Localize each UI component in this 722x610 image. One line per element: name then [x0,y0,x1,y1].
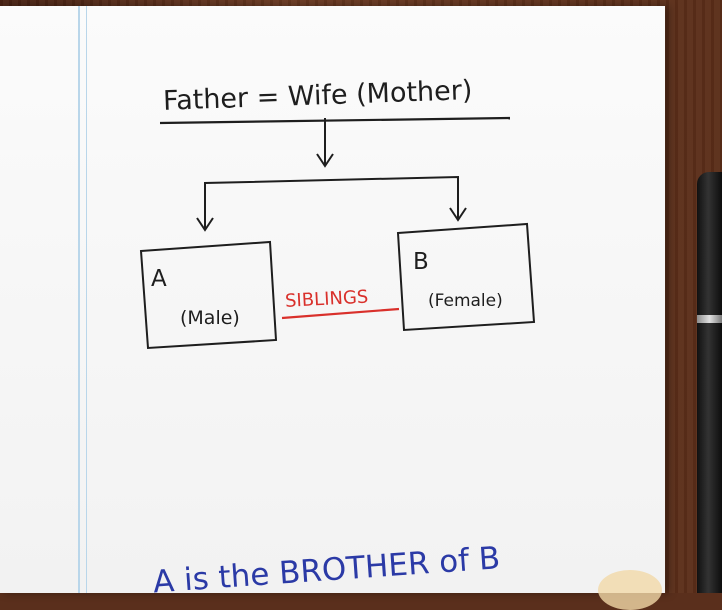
child-a-gender: (Male) [180,307,240,329]
margin-line-secondary [86,6,87,593]
arrow-to-a [196,217,214,232]
family-diagram: Father = Wife (Mother) A (Male) B (Femal… [139,75,536,593]
conclusion-text: A is the BROTHER of B [152,540,502,593]
parents-label: Father = Wife (Mother) [163,75,473,117]
pen-band [697,315,722,323]
arrow-to-b [449,207,467,222]
child-b-letter: B [413,249,429,275]
pen [697,172,722,593]
notebook-paper [0,6,665,593]
child-b-gender: (Female) [428,291,503,311]
child-a-box [139,240,278,350]
branch-connector [204,175,459,228]
child-b-box [396,222,536,332]
parents-underline [159,116,511,125]
relation-label: SIBLINGS [285,287,369,312]
margin-line [78,6,80,593]
descent-arrowhead [316,153,334,168]
relation-underline [281,307,400,320]
child-a-letter: A [151,266,167,292]
